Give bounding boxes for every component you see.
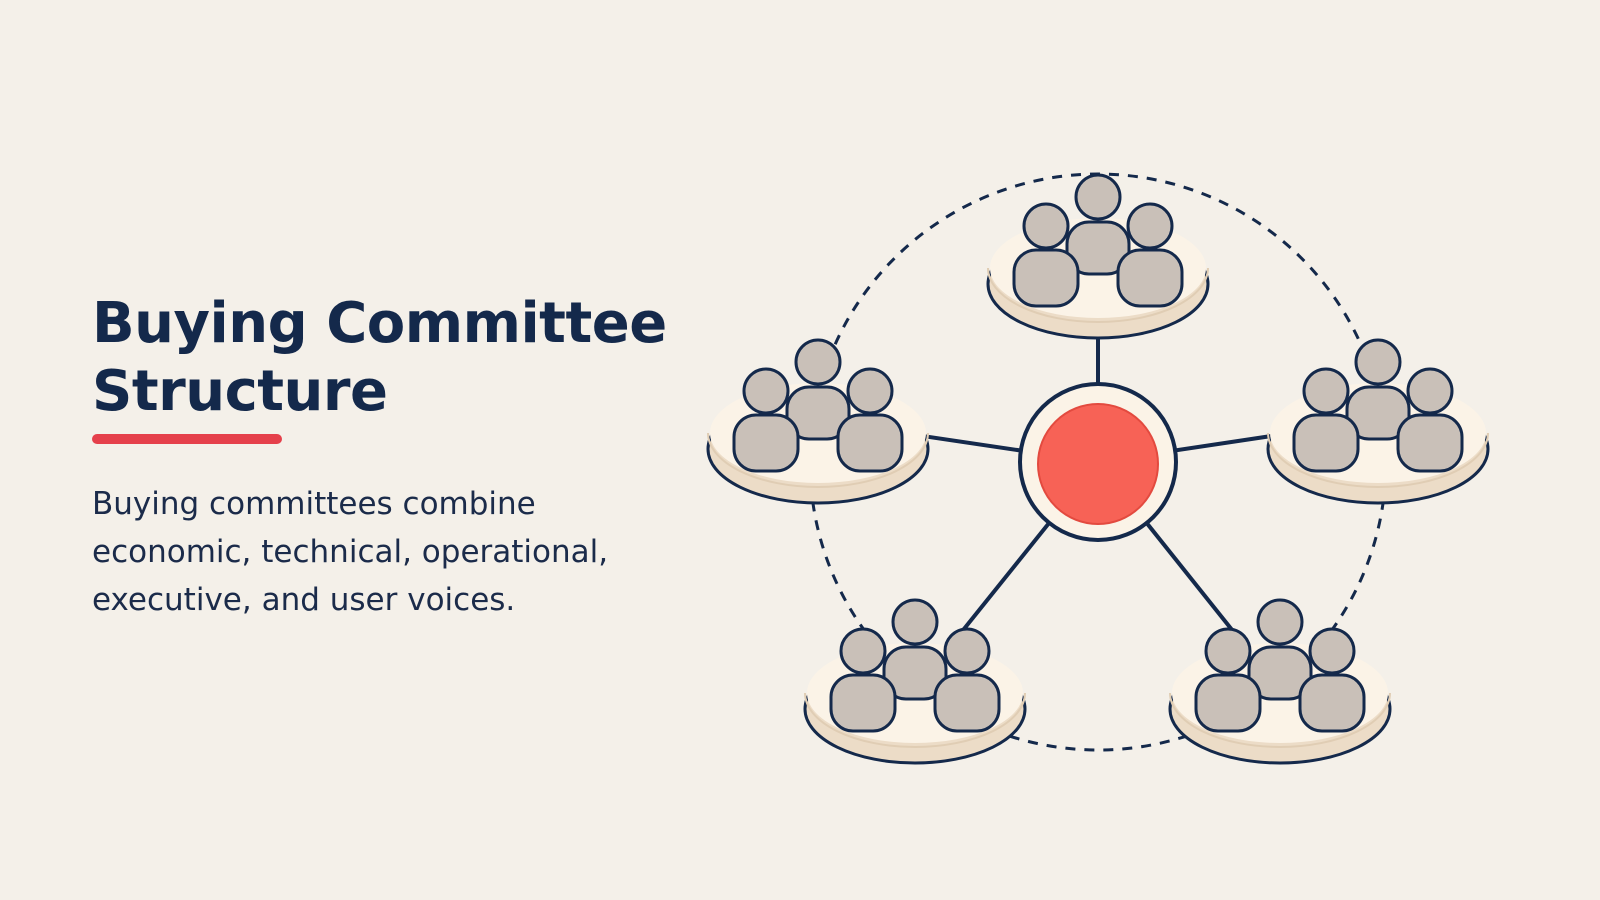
title-accent-underline <box>92 434 282 444</box>
group-bottom-right <box>1168 598 1392 765</box>
group-bottom-left <box>803 598 1027 765</box>
person-group-icon <box>1266 338 1490 505</box>
group-left <box>706 338 930 505</box>
central-node-icon <box>1018 382 1178 542</box>
person-group-icon <box>706 338 930 505</box>
person-group-icon <box>803 598 1027 765</box>
group-right <box>1266 338 1490 505</box>
slide-body-text: Buying committees combine economic, tech… <box>92 486 609 618</box>
slide-title: Buying Committee Structure <box>92 291 667 424</box>
person-group-icon <box>1168 598 1392 765</box>
person-group-icon <box>986 173 1210 340</box>
group-top <box>986 173 1210 340</box>
text-block: Buying Committee Structure Buying commit… <box>92 290 672 624</box>
committee-diagram <box>706 172 1490 765</box>
